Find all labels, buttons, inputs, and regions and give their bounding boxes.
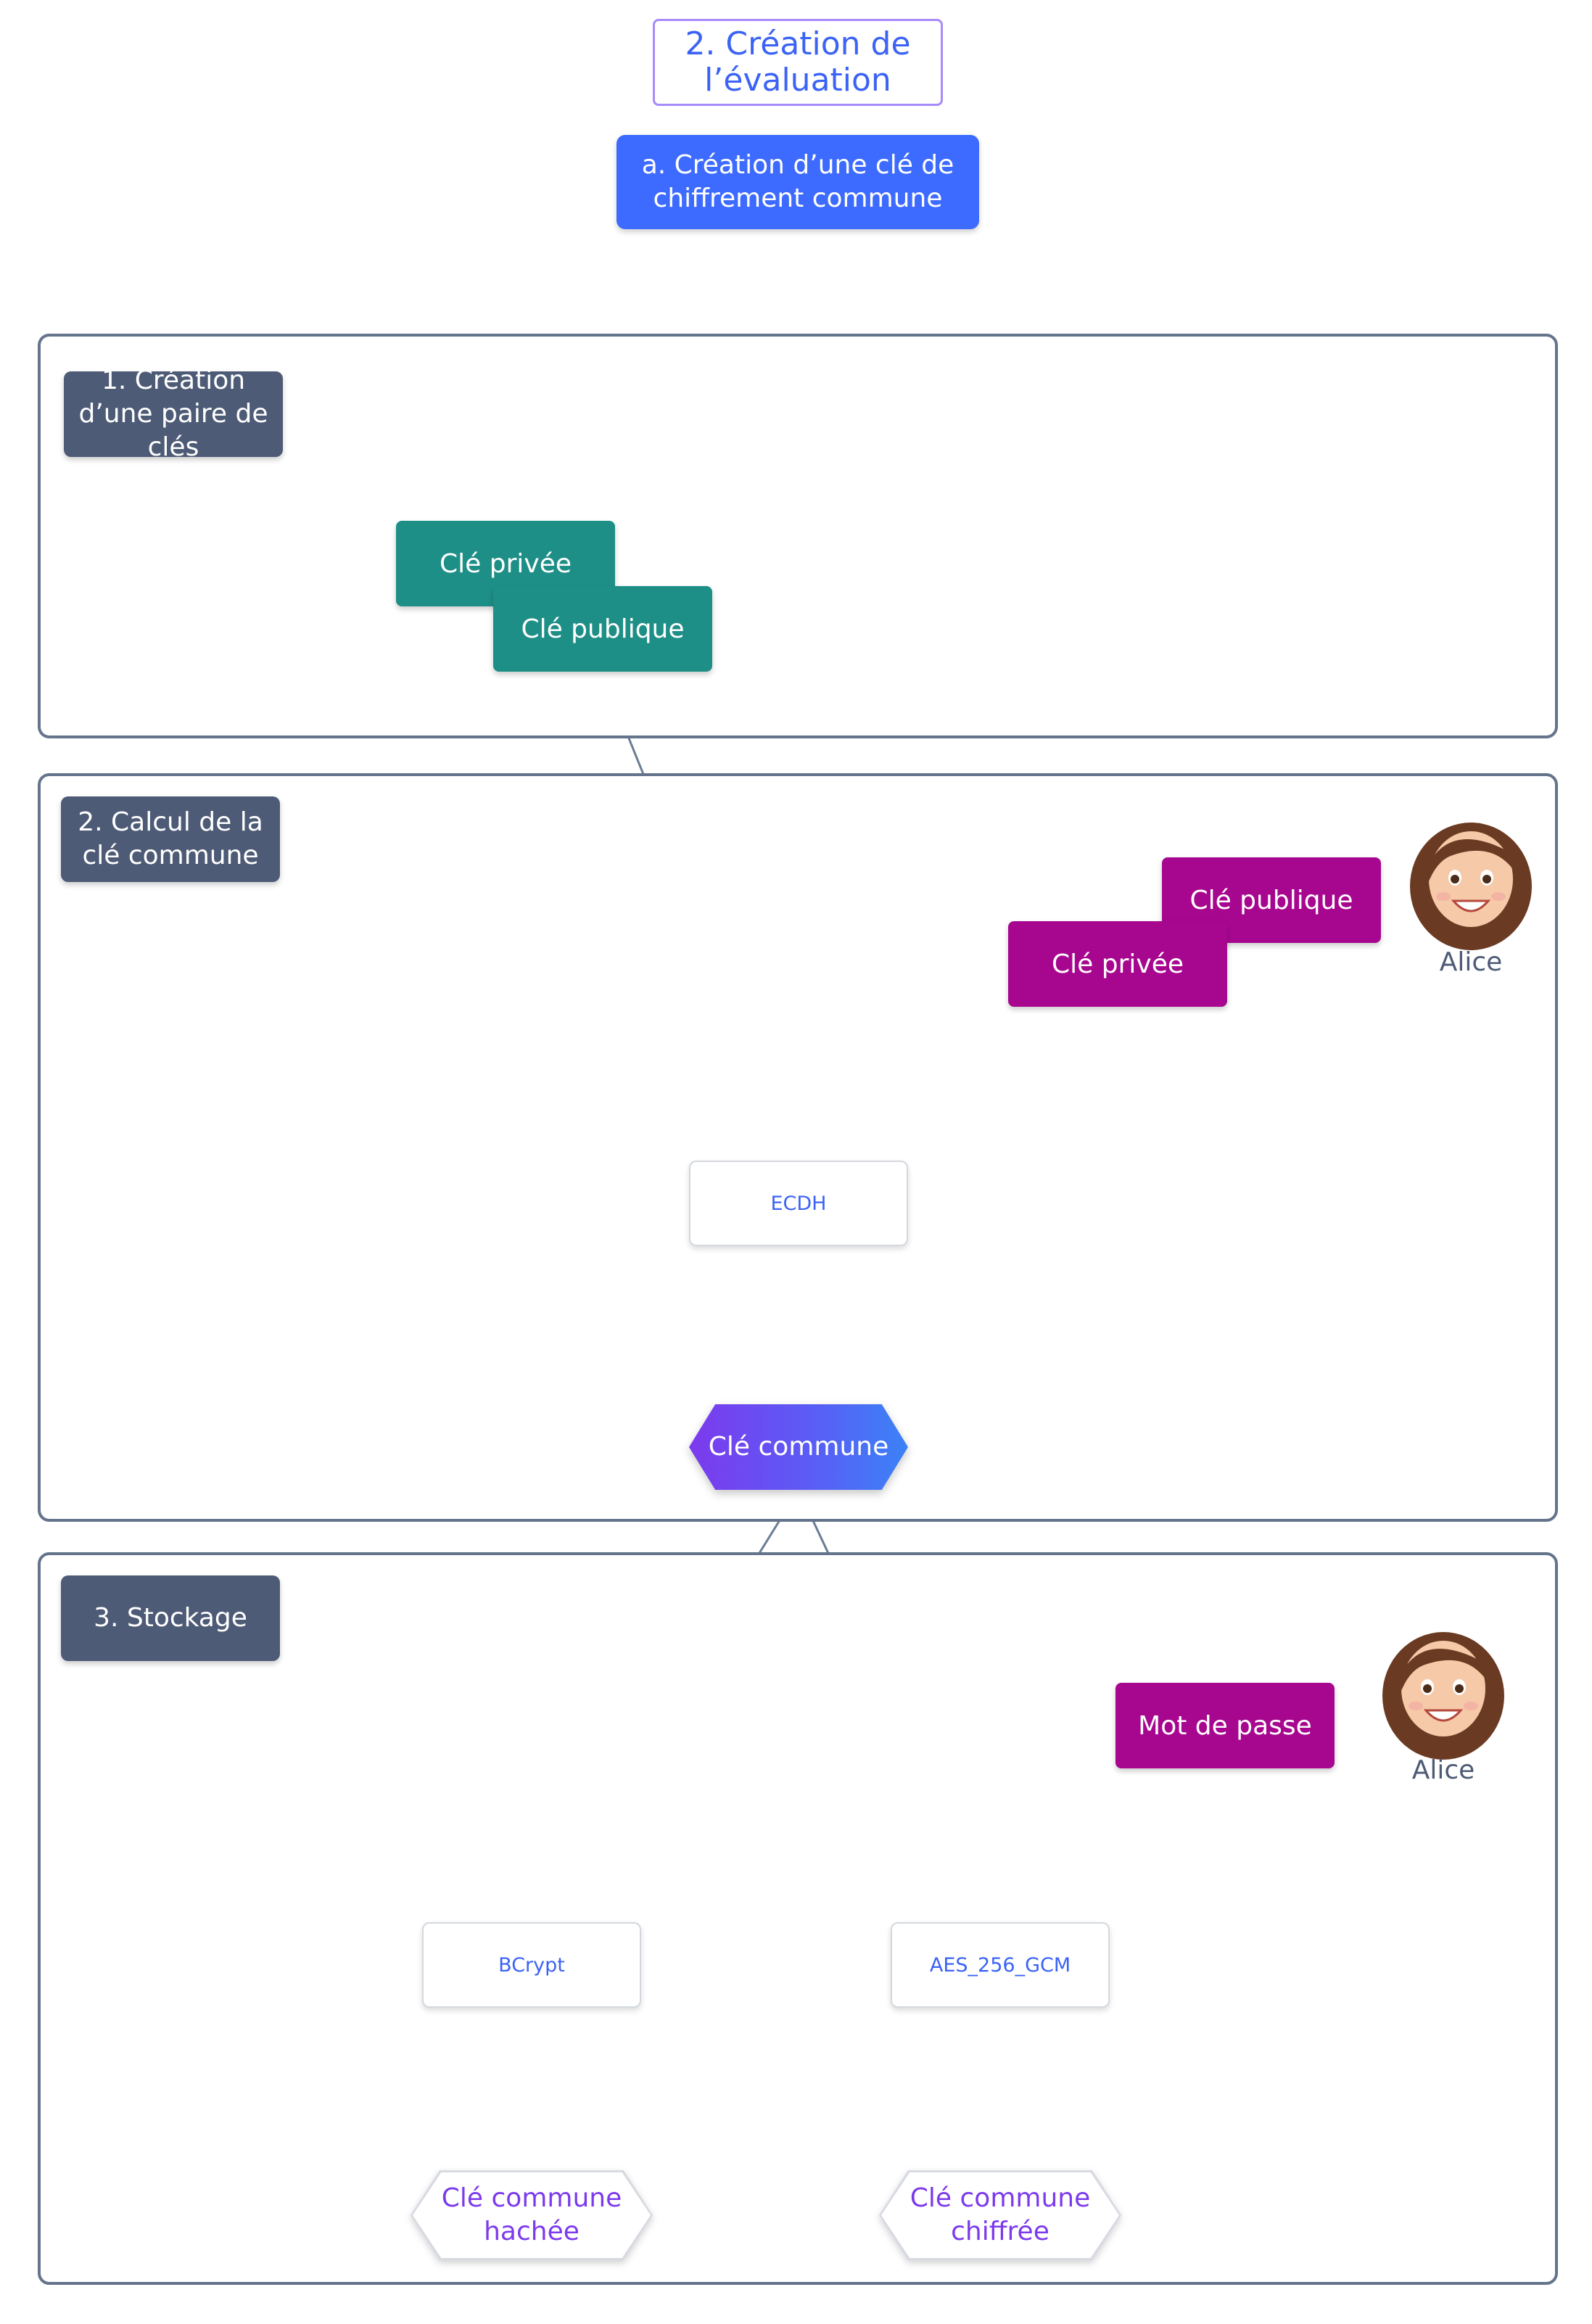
alice-avatar-icon bbox=[1407, 815, 1535, 950]
subtitle-step: a. Création d’une clé de chiffrement com… bbox=[616, 135, 979, 229]
ecdh-algorithm: ECDH bbox=[689, 1161, 908, 1246]
aes-algorithm: AES_256_GCM bbox=[891, 1922, 1110, 2008]
alice-name-label: Alice bbox=[1411, 1755, 1475, 1785]
alice-avatar-icon bbox=[1379, 1625, 1507, 1760]
section-label-storage: 3. Stockage bbox=[61, 1575, 280, 1661]
panel-key-pair bbox=[38, 334, 1558, 738]
alice-name-label: Alice bbox=[1439, 947, 1503, 977]
diagram-title: 2. Création de l’évaluation bbox=[653, 19, 943, 106]
password-key: Mot de passe bbox=[1115, 1683, 1335, 1768]
encrypted-key-node: Clé commune chiffrée bbox=[879, 2170, 1121, 2260]
hashed-key-label: Clé commune hachée bbox=[413, 2172, 651, 2258]
section-label-common-key: 2. Calcul de la clé commune bbox=[61, 796, 280, 882]
encrypted-key-label: Clé commune chiffrée bbox=[881, 2172, 1119, 2258]
teal-public-key: Clé publique bbox=[493, 586, 712, 672]
common-key-node: Clé commune bbox=[689, 1404, 908, 1490]
bcrypt-algorithm: BCrypt bbox=[422, 1922, 641, 2008]
common-key-label: Clé commune bbox=[689, 1404, 908, 1490]
alice-private-key: Clé privée bbox=[1008, 921, 1227, 1007]
hashed-key-node: Clé commune hachée bbox=[411, 2170, 653, 2260]
panel-storage bbox=[38, 1552, 1558, 2285]
section-label-key-pair: 1. Création d’une paire de clés bbox=[64, 366, 283, 462]
